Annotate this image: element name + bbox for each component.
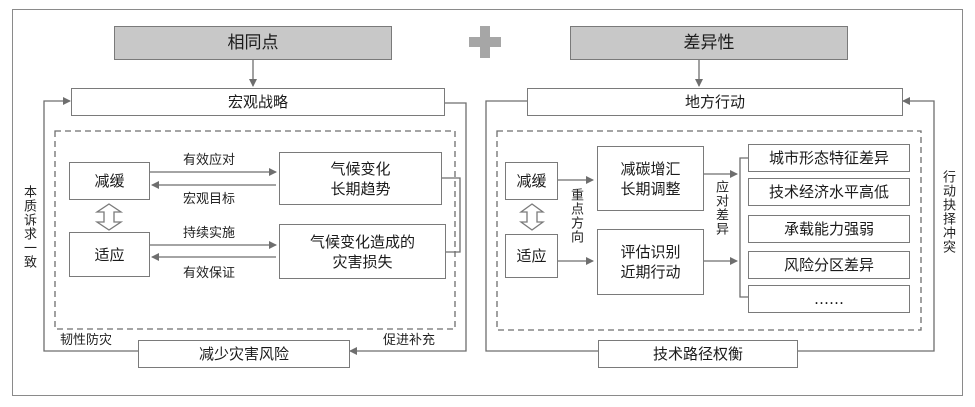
left-dashed-frame [54,130,456,330]
climate-risk-line2: 灾害损失 [332,252,393,271]
tech-path-box: 技术路径权衡 [598,340,798,368]
right-dashed-frame [496,130,922,331]
label-effective-guarantee: 有效保证 [183,266,236,281]
diff-item-urban-form: 城市形态特征差异 [748,144,910,172]
outer-frame [12,9,963,396]
right-loop-right [798,97,935,352]
climate-trend-line2: 长期趋势 [330,179,391,198]
carbon-line1: 减碳增汇 [620,159,681,178]
right-mitigation-box: 减缓 [505,162,558,200]
assessment-box: 评估识别 近期行动 [597,229,704,295]
label-action-conflict: 行动抉择冲突 [940,170,955,254]
label-respond-difference: 应对差异 [713,180,728,236]
climate-trend-line1: 气候变化 [330,159,391,178]
macro-strategy-box: 宏观战略 [71,88,445,116]
local-action-box: 地方行动 [527,88,903,116]
right-bidirectional-arrow-icon [519,203,545,231]
diff-bracket [739,157,748,298]
difference-header: 差异性 [570,26,848,60]
climate-risk-line1: 气候变化造成的 [309,232,415,251]
left-bidirectional-arrow-icon [94,203,124,231]
plus-icon [469,26,501,58]
left-loop-right [349,102,467,355]
label-essential-demand: 本质诉求一致 [21,185,36,269]
disaster-reduction-box: 减少灾害风险 [138,340,350,368]
right-adaptation-box: 适应 [505,234,558,278]
left-loop-left [43,97,138,352]
climate-trend-box: 气候变化 长期趋势 [279,152,442,205]
left-mitigation-box: 减缓 [69,162,150,200]
label-effective-response: 有效应对 [183,153,236,168]
label-promote: 促进补充 [383,333,436,348]
left-bracket [442,177,461,253]
carbon-reduction-box: 减碳增汇 长期调整 [597,146,704,211]
label-resilience: 韧性防灾 [60,333,113,348]
diff-item-capacity: 承载能力强弱 [748,215,910,243]
label-continuous-impl: 持续实施 [183,226,236,241]
diff-item-tech-economy: 技术经济水平高低 [748,178,910,206]
left-adaptation-box: 适应 [69,232,150,277]
climate-risk-box: 气候变化造成的 灾害损失 [279,224,446,279]
label-focus-direction: 重点方向 [568,188,583,244]
assess-line1: 评估识别 [620,243,681,261]
carbon-line2: 长期调整 [620,179,681,198]
label-macro-goal: 宏观目标 [183,192,236,207]
right-loop-left [485,100,598,352]
assess-line2: 近期行动 [620,263,681,281]
similarity-header: 相同点 [114,26,392,60]
diff-item-risk-zone: 风险分区差异 [748,251,910,279]
diff-item-more: …… [748,285,910,313]
